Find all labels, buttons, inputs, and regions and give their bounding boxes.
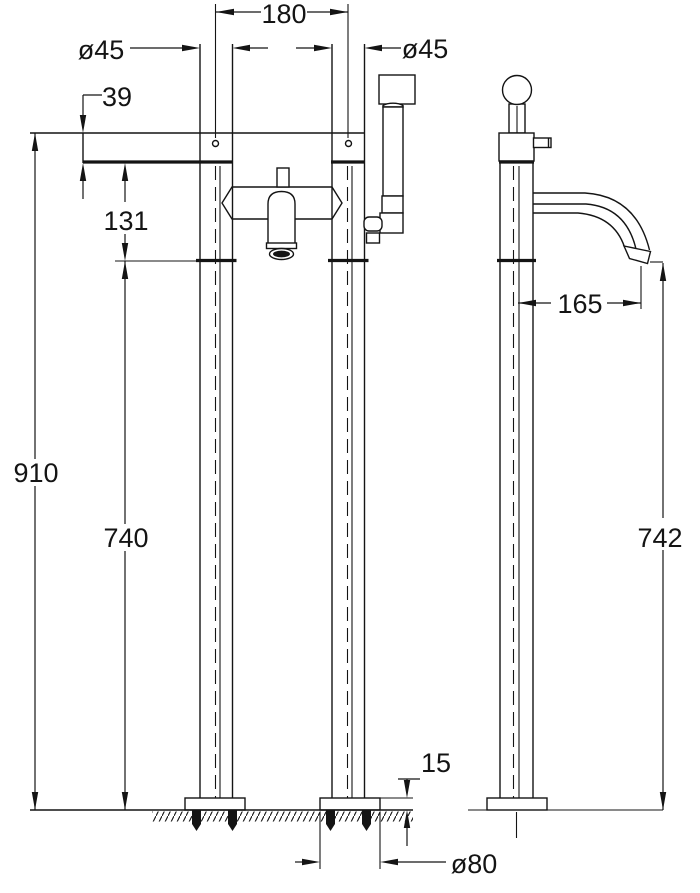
dim-label-910: 910 <box>13 458 58 488</box>
dim-label-165: 165 <box>557 289 602 319</box>
dimension-side-outlet-height: 742 <box>629 261 691 810</box>
dimension-left-pillar-diameter: ø45 <box>78 35 268 65</box>
dim-label-131: 131 <box>103 206 148 236</box>
anchor-bolt-icon <box>192 810 201 831</box>
dim-label-d45-left: ø45 <box>78 35 125 65</box>
dim-label-d45-right: ø45 <box>402 34 449 64</box>
anchor-bolt-icon <box>228 810 237 831</box>
side-spout-tip <box>622 245 652 265</box>
side-spout <box>533 192 652 265</box>
dimension-base-diameter: ø80 <box>295 812 497 879</box>
hand-shower-head <box>378 74 416 105</box>
dimension-spout-drop: 131 <box>101 163 198 262</box>
dimension-base-height: 15 <box>380 748 451 846</box>
fixing-screw-icon <box>344 139 353 148</box>
side-pillar <box>497 74 552 810</box>
hand-shower-neck <box>382 102 404 108</box>
floor-and-bases <box>30 797 413 831</box>
hose-connector <box>379 212 404 234</box>
dim-label-39: 39 <box>102 82 132 112</box>
side-view <box>468 74 663 838</box>
floor-hatching <box>152 811 413 822</box>
diverter-knob <box>276 167 290 188</box>
dim-label-180: 180 <box>261 0 306 29</box>
dimensions: 180 ø45 ø45 39 <box>13 0 691 879</box>
side-lever <box>532 137 552 149</box>
side-base <box>468 797 663 838</box>
dimension-overall-height: 910 <box>13 133 59 810</box>
dimension-pillar-spacing: 180 <box>216 0 348 29</box>
side-base-plate <box>486 797 548 811</box>
left-pillar <box>199 4 234 810</box>
dim-label-15: 15 <box>421 748 451 778</box>
front-view <box>30 4 416 831</box>
fixing-screw-icon <box>211 139 220 148</box>
anchor-bolt-icon <box>326 810 335 831</box>
center-spout <box>265 190 298 261</box>
top-bar-spout-profile <box>30 132 365 164</box>
dim-label-742: 742 <box>637 523 682 553</box>
dimension-front-outlet-height: 740 <box>99 261 153 810</box>
handle-ball <box>501 74 533 106</box>
right-base-plate <box>319 797 381 811</box>
hand-shower <box>363 74 416 244</box>
left-base-plate <box>184 797 246 811</box>
anchor-bolt-icon <box>362 810 371 831</box>
shower-bracket-nub <box>363 216 383 232</box>
hand-shower-handle <box>382 106 404 197</box>
mixer-body <box>221 167 343 220</box>
dimension-spout-reach: 165 <box>518 266 642 319</box>
side-collar <box>498 132 535 162</box>
dim-label-740: 740 <box>103 523 148 553</box>
right-pillar <box>331 4 366 810</box>
dimension-right-pillar-diameter: ø45 <box>296 34 448 64</box>
dim-label-d80: ø80 <box>451 849 498 879</box>
dimension-spout-body-height: 39 <box>79 82 132 199</box>
